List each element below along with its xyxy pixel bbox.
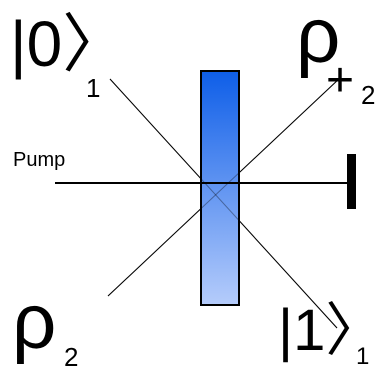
rho-two-subscript: 2	[64, 342, 78, 372]
beam-stop	[347, 154, 356, 209]
rho-plus-subscript: 2	[361, 80, 375, 110]
ket-zero-label: |0〉	[10, 8, 126, 80]
pump-label: Pump	[13, 149, 65, 171]
ket-one-subscript: 1	[356, 343, 369, 370]
rho-plus-label: ρ	[296, 0, 340, 79]
rho-plus-sign: +	[326, 54, 354, 107]
ket-zero-subscript: 1	[86, 73, 100, 103]
beam-overlay-a	[109, 78, 338, 329]
beam-overlay-b	[107, 77, 341, 297]
nonlinear-crystal	[200, 70, 240, 306]
ket-one-label: |1〉	[278, 298, 381, 363]
rho-two-label: ρ	[12, 277, 56, 365]
